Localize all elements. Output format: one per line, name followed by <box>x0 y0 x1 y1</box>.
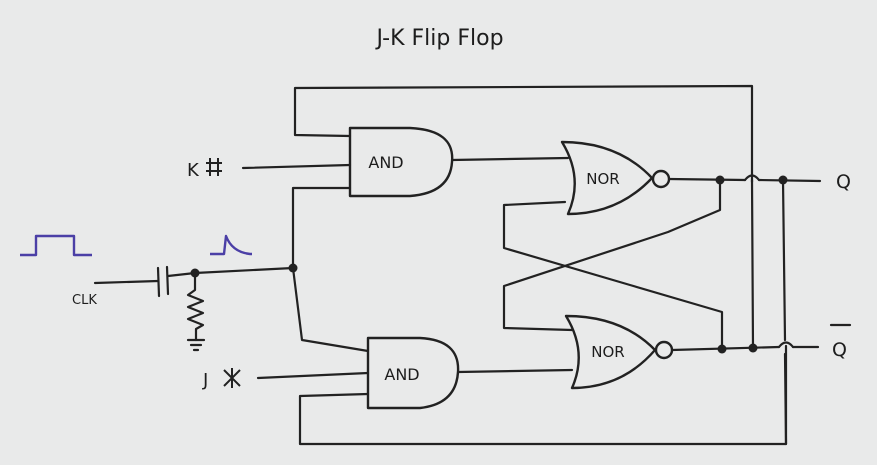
q-output-wire <box>667 177 822 183</box>
capacitor-plate-right <box>165 265 170 296</box>
qbar-output-label: Q <box>832 339 847 361</box>
top-nor-bubble <box>651 169 671 189</box>
top-and-label: AND <box>368 153 403 172</box>
clock-bus-bottom <box>291 266 370 353</box>
bottom-nor-gate <box>564 314 657 390</box>
bottom-nor-bubble <box>654 340 674 360</box>
top-and-to-nor-wire <box>450 156 570 162</box>
bottom-and-label: AND <box>384 365 419 384</box>
q-feedback-vertical <box>781 178 788 446</box>
qbar-line-hop <box>777 341 795 349</box>
spike-pulse-waveform <box>210 234 252 256</box>
clk-label: CLK <box>72 293 97 308</box>
qbar-junction-dot-1 <box>717 344 727 354</box>
clock-bus-top <box>291 186 352 270</box>
k-scribble-mark <box>206 158 222 176</box>
bottom-feedback-wire <box>298 344 788 446</box>
q-junction-dot-1 <box>715 175 725 185</box>
cross-couple-from-q <box>502 178 722 332</box>
top-and-gate <box>348 126 454 198</box>
top-feedback-wire <box>293 84 754 184</box>
qbar-feedback-vertical <box>750 178 755 350</box>
capacitor-plate-left <box>156 266 161 298</box>
clk-input-wire <box>93 279 160 285</box>
resistor <box>186 271 205 342</box>
k-input-label: K <box>187 160 200 181</box>
j-input-label: J <box>202 370 208 391</box>
q-line-hop <box>743 174 761 182</box>
clock-bus-junction-dot <box>288 263 298 273</box>
j-scribble-mark <box>223 368 241 388</box>
qbar-output-wire <box>670 345 820 352</box>
k-input-wire <box>241 163 352 170</box>
top-nor-gate <box>560 140 654 216</box>
q-output-label: Q <box>836 171 851 193</box>
cross-couple-from-qbar <box>502 200 724 350</box>
bottom-and-to-nor-wire <box>456 368 574 374</box>
bottom-nor-label: NOR <box>591 343 624 361</box>
j-input-wire <box>256 371 370 380</box>
top-nor-label: NOR <box>586 170 619 188</box>
square-pulse-waveform <box>20 234 92 257</box>
cap-to-bus-wire <box>166 266 295 278</box>
diagram-title: J-K Flip Flop <box>374 26 503 51</box>
ground-symbol <box>186 338 206 352</box>
